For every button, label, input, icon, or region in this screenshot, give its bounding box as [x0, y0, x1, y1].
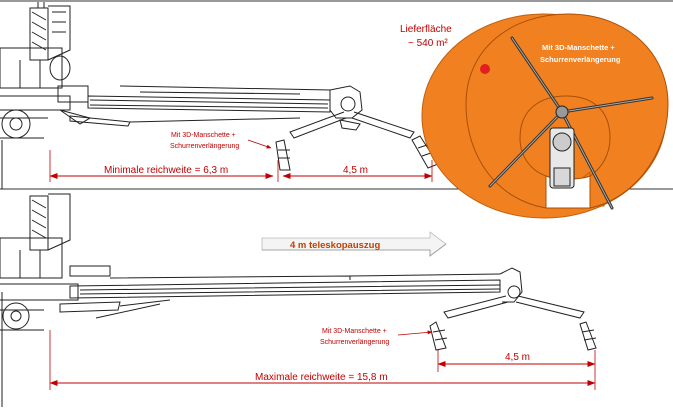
plan-truck — [549, 105, 575, 189]
top-chute-width-label: 4,5 m — [343, 165, 368, 176]
area-note-line2: Schurrenverlängerung — [540, 55, 621, 64]
delivery-point-marker — [480, 64, 490, 74]
area-note-line1: Mit 3D-Manschette + — [542, 43, 615, 52]
bottom-note-line1: Mit 3D-Manschette + — [322, 328, 387, 335]
area-value: ~ 540 m² — [408, 38, 448, 49]
telescope-label: 4 m teleskopauszug — [290, 240, 380, 251]
top-note-line1: Mit 3D-Manschette + — [171, 132, 236, 139]
truck-bottom — [0, 193, 111, 331]
boom-bottom — [59, 267, 597, 351]
max-reach-dimension — [49, 330, 596, 390]
area-label: Lieferfläche — [400, 24, 452, 35]
bottom-note-line2: Schurrenverlängerung — [320, 339, 389, 346]
min-reach-label: Minimale reichweite = 6,3 m — [104, 165, 228, 176]
boom-top — [69, 85, 439, 171]
telescope-banner — [261, 231, 447, 257]
max-reach-label: Maximale reichweite = 15,8 m — [255, 372, 388, 383]
min-reach-dimension — [49, 150, 433, 182]
bottom-chute-width-label: 4,5 m — [505, 352, 530, 363]
top-note-line2: Schurrenverlängerung — [170, 143, 239, 150]
truck-top — [0, 2, 92, 139]
chute-width-dimension — [437, 350, 596, 372]
